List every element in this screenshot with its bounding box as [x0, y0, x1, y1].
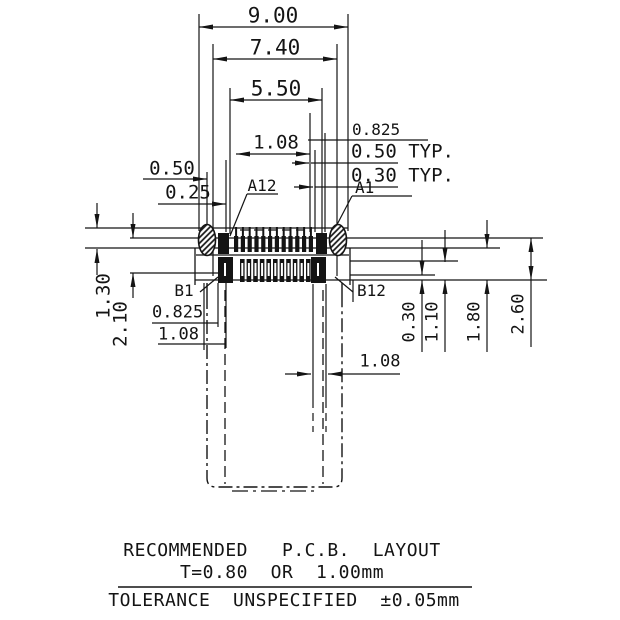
dim-overall-width: 9.00	[247, 3, 299, 28]
pin-label-a1: A1	[355, 178, 375, 197]
dim-right-height-2: 1.10	[422, 301, 443, 343]
dim-offset-top-right: 0.825	[352, 120, 401, 139]
dim-left-small-gap: 0.25	[165, 181, 211, 204]
dim-right-height-1: 0.30	[399, 301, 420, 343]
note-thickness: T=0.80 OR 1.00mm	[179, 562, 385, 583]
dim-left-gap: 0.50	[149, 157, 195, 180]
pad-a1	[316, 233, 327, 254]
dim-shell-width: 7.40	[249, 35, 301, 60]
a-row-pads	[234, 227, 313, 252]
extension-lines	[85, 14, 547, 432]
dimension-lines	[94, 24, 534, 377]
dim-b-row-pitch: 1.08	[158, 324, 199, 345]
shell-slot-right	[328, 223, 348, 257]
connector-footprint	[194, 223, 351, 285]
pad-a12	[218, 233, 229, 254]
dim-b-row-offset: 0.825	[152, 302, 204, 323]
dim-pad-width-typ: 0.30 TYP.	[351, 164, 454, 187]
pin-label-a12: A12	[247, 176, 277, 195]
pin-label-b12: B12	[357, 281, 386, 300]
dim-left-height-2: 2.10	[109, 301, 132, 347]
pin-label-b1: B1	[174, 281, 194, 300]
dim-pad-span: 5.50	[250, 76, 302, 101]
dim-pitch-top: 1.08	[253, 131, 299, 154]
note-tolerance: TOLERANCE UNSPECIFIED ±0.05mm	[108, 590, 460, 611]
note-title: RECOMMENDED P.C.B. LAYOUT	[123, 540, 441, 561]
dim-pitch-typ: 0.50 TYP.	[351, 140, 454, 163]
dim-right-height-4: 2.60	[508, 293, 529, 335]
connector-body-outline	[206, 283, 343, 492]
shell-slot-left	[197, 223, 217, 257]
b-row-pads	[224, 259, 319, 282]
dim-bottom-pitch: 1.08	[359, 351, 401, 372]
dim-right-height-3: 1.80	[464, 301, 485, 343]
